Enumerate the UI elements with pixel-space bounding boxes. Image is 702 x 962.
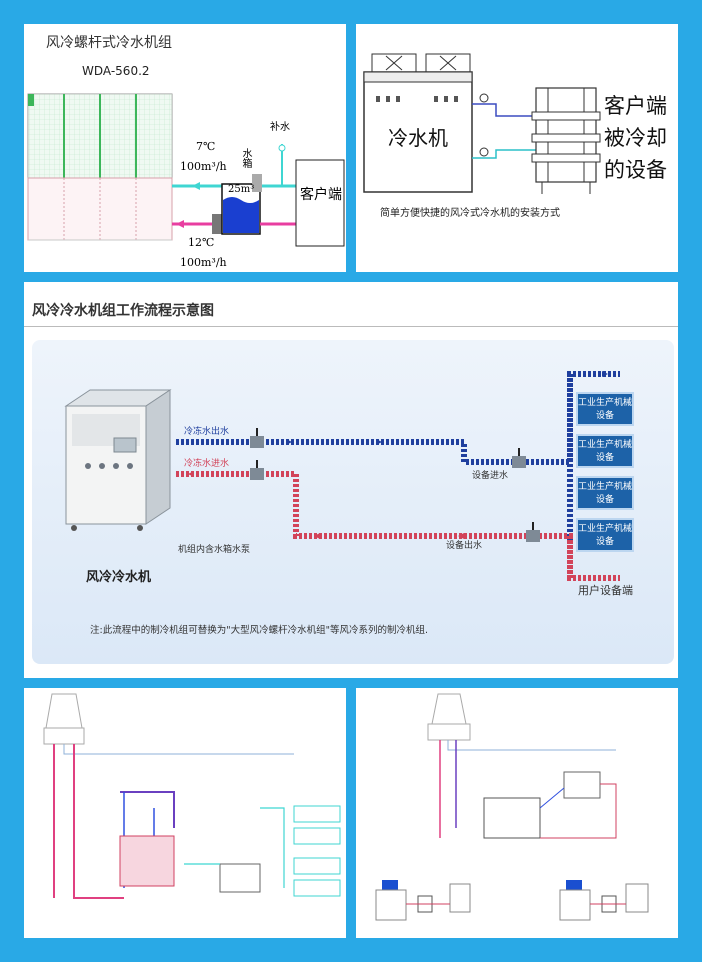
industrial-chiller-box bbox=[483, 797, 541, 839]
panel1-title: 风冷螺杆式冷水机组 bbox=[46, 35, 172, 51]
client-line-2: 被冷却 bbox=[604, 126, 667, 150]
equipment-box-4: 工业生产机械设备 bbox=[576, 518, 634, 552]
panel-installation-sketch: 冷水机 客户端 被冷却 的设备 简单方便快捷的风冷式冷水机的安装方式 bbox=[356, 24, 678, 272]
panel-workflow-diagram: 风冷冷水机组工作流程示意图 bbox=[24, 282, 678, 678]
makeup-label: 补水 bbox=[270, 122, 290, 133]
client-line-1: 客户端 bbox=[604, 94, 667, 118]
title-rule bbox=[24, 326, 678, 327]
equipment-label: 工业生产机械设备 bbox=[578, 398, 633, 421]
panel-industrial-chiller-schematic bbox=[356, 688, 678, 938]
equipment-label: 工业生产机械设备 bbox=[578, 482, 633, 505]
client-label: 客户端 bbox=[300, 187, 342, 203]
user-end-label: 用户设备端 bbox=[578, 584, 633, 597]
installation-caption: 简单方便快捷的风冷式冷水机的安装方式 bbox=[380, 208, 560, 219]
industrial-chiller-schematic-drawing bbox=[375, 693, 649, 921]
outlet-flow: 100m³/h bbox=[180, 160, 227, 173]
outlet-label: 冷冻水出水 bbox=[184, 427, 230, 437]
tank-volume: 25m³ bbox=[228, 184, 255, 195]
workflow-pipes bbox=[64, 371, 620, 581]
equip-in-label: 设备进水 bbox=[472, 471, 509, 481]
panel-screw-chiller-diagram: 风冷螺杆式冷水机组 WDA-560.2 7℃ 100m³/h 补水 水箱 25m… bbox=[24, 24, 346, 272]
chiller-unit bbox=[363, 71, 473, 193]
client-box bbox=[295, 159, 345, 247]
chiller-label: 冷水机 bbox=[388, 126, 448, 150]
screw-chiller-drawing bbox=[27, 93, 345, 247]
cooling-tower-schematic-drawing bbox=[43, 693, 341, 899]
model-label: WDA-560.2 bbox=[82, 64, 150, 78]
equip-out-label: 设备出水 bbox=[446, 541, 483, 551]
tank-label: 水箱 bbox=[240, 148, 251, 168]
air-cooled-chiller bbox=[64, 389, 172, 531]
inlet-flow: 100m³/h bbox=[180, 256, 227, 269]
machine-note: 机组内含水箱水泵 bbox=[178, 545, 251, 555]
inlet-temp: 12℃ bbox=[188, 236, 215, 249]
panel-cooling-tower-schematic bbox=[24, 688, 346, 938]
inlet-label: 冷冻水进水 bbox=[184, 459, 230, 469]
chiller-cabinet bbox=[27, 177, 173, 241]
installation-drawing bbox=[363, 53, 601, 194]
equipment-box-1: 工业生产机械设备 bbox=[576, 392, 634, 426]
workflow-note: 注:此流程中的制冷机组可替换为"大型风冷螺杆冷水机组"等风冷系列的制冷机组. bbox=[90, 625, 428, 636]
client-line-3: 的设备 bbox=[604, 158, 667, 182]
equipment-box-3: 工业生产机械设备 bbox=[576, 476, 634, 510]
workflow-title: 风冷冷水机组工作流程示意图 bbox=[32, 303, 214, 319]
equipment-box-2: 工业生产机械设备 bbox=[576, 434, 634, 468]
equipment-label: 工业生产机械设备 bbox=[578, 524, 633, 547]
outlet-temp: 7℃ bbox=[196, 140, 216, 153]
machine-name: 风冷冷水机 bbox=[86, 570, 152, 585]
equipment-label: 工业生产机械设备 bbox=[578, 440, 633, 463]
